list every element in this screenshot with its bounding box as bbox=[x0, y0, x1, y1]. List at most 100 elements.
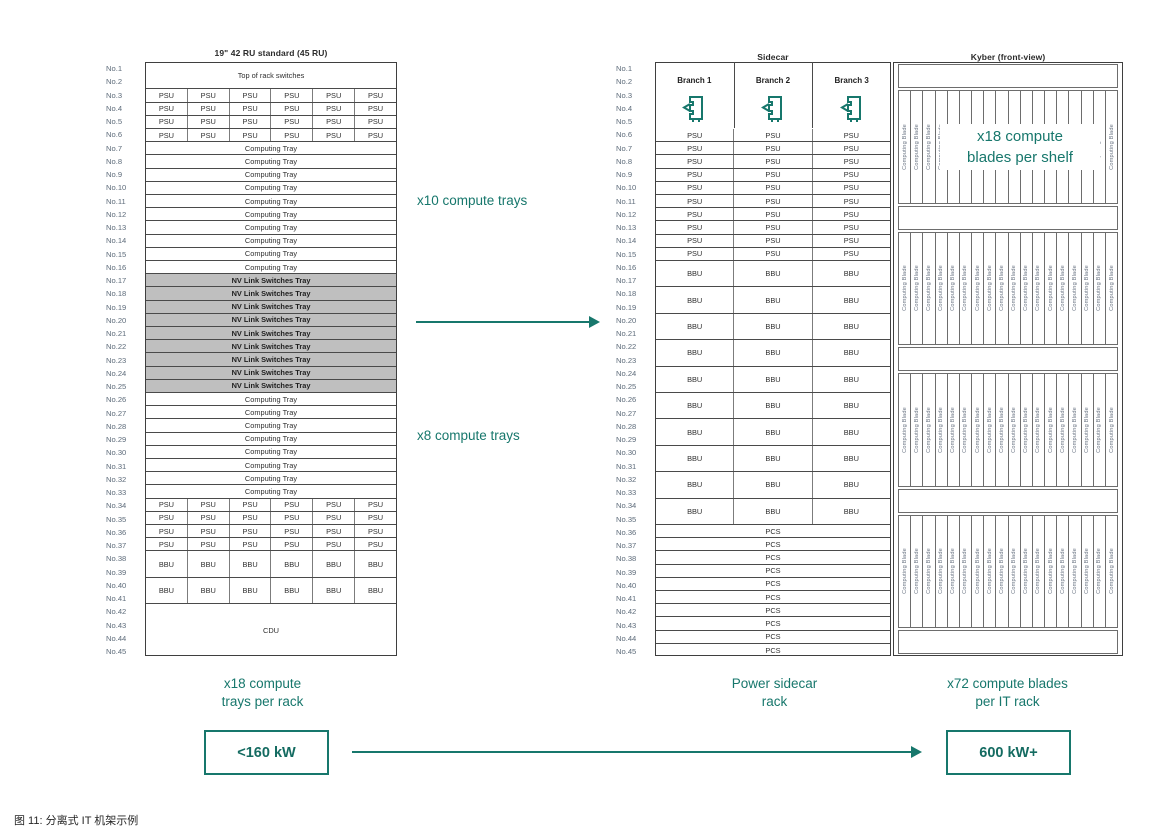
compute-blade: Computing Blade bbox=[1094, 515, 1106, 627]
rack-unit-row: NV Link Switches Tray bbox=[146, 353, 396, 366]
rack-unit-group: Computing Tray bbox=[146, 393, 396, 407]
rack-unit-group: Computing Tray bbox=[146, 195, 396, 209]
rack-unit-cell: PSU bbox=[656, 142, 735, 155]
compute-blade-label: Computing Blade bbox=[913, 406, 920, 453]
rack-unit-cell: BBU bbox=[367, 559, 384, 569]
compute-blade-label: Computing Blade bbox=[998, 265, 1005, 312]
ru-number: No.20 bbox=[106, 315, 127, 325]
rack-unit-group: Computing Tray bbox=[146, 433, 396, 446]
rack-unit-cell: PSU bbox=[230, 511, 272, 524]
rack-unit-cell: PSU bbox=[367, 117, 384, 127]
rack-unit-cell: PSU bbox=[656, 221, 735, 234]
rack-unit-cell: PSU bbox=[367, 539, 384, 549]
rack-unit-row: NV Link Switches Tray bbox=[146, 287, 396, 300]
compute-blade: Computing Blade bbox=[1033, 232, 1046, 344]
ru-number: No.42 bbox=[616, 607, 637, 617]
rack-unit-cell: PSU bbox=[271, 89, 314, 102]
rack-unit-group: Computing Tray bbox=[146, 485, 396, 499]
kyber-rack-title: Kyber (front-view) bbox=[970, 52, 1046, 62]
rack-unit-group: CDU bbox=[146, 604, 396, 657]
rack-unit-cell: PSU bbox=[271, 115, 314, 128]
rack-unit-cell: BBU bbox=[843, 480, 859, 490]
rack-unit-cell: PSU bbox=[146, 102, 188, 115]
ru-number: No.7 bbox=[106, 143, 123, 153]
rack-unit-row: Computing Tray bbox=[244, 222, 298, 232]
ru-number: No.22 bbox=[616, 342, 637, 352]
compute-blade-label: Computing Blade bbox=[901, 265, 908, 312]
sidecar-rack-title: Sidecar bbox=[757, 52, 789, 62]
compute-blade: Computing Blade bbox=[1009, 232, 1021, 344]
ru-number: No.41 bbox=[616, 594, 637, 603]
compute-blade-label: Computing Blade bbox=[950, 406, 957, 453]
rack-unit-row: Computing Tray bbox=[244, 196, 298, 206]
compute-blade-label: Computing Blade bbox=[998, 548, 1005, 595]
rack-unit-cell: PSU bbox=[656, 208, 735, 221]
ru-number: No.29 bbox=[616, 435, 637, 444]
compute-blade: Computing Blade bbox=[1094, 91, 1106, 203]
rack-unit-group: Computing Tray bbox=[146, 419, 396, 433]
rack-unit-cell: BBU bbox=[367, 585, 384, 595]
compute-blade: Computing Blade bbox=[996, 374, 1009, 486]
rack-unit-cell: PSU bbox=[656, 181, 735, 194]
rack-unit-group: NV Link Switches Tray bbox=[146, 366, 396, 380]
rack-unit-cell: PSU bbox=[271, 525, 314, 538]
rack-unit-group: PCS bbox=[656, 578, 890, 591]
kyber-blank-band bbox=[898, 347, 1118, 371]
rack-unit-row: Computing Tray bbox=[244, 183, 298, 193]
rack-unit-cell: PSU bbox=[230, 538, 272, 551]
rack-unit-row: NV Link Switches Tray bbox=[146, 379, 396, 392]
kyber-blank-band bbox=[898, 488, 1118, 513]
rack-unit-cell: PSU bbox=[734, 168, 813, 181]
compute-blade-label: Computing Blade bbox=[986, 406, 993, 453]
rack-unit-cell: BBU bbox=[734, 261, 813, 287]
rack-unit-cell: BBU bbox=[734, 313, 813, 340]
rack-unit-row: NV Link Switches Tray bbox=[146, 313, 396, 326]
rack-unit-cell: PSU bbox=[367, 104, 384, 114]
compute-blade-label: Computing Blade bbox=[974, 548, 981, 595]
rack-unit-cell: PSU bbox=[313, 525, 356, 538]
ru-number: No.4 bbox=[616, 103, 633, 113]
compute-blade-label: Computing Blade bbox=[901, 123, 908, 170]
kyber-overlay-note: x18 compute blades per shelf bbox=[940, 124, 1100, 170]
compute-blade: Computing Blade bbox=[936, 232, 948, 344]
power-plug-icon bbox=[681, 93, 707, 128]
ru-number: No.23 bbox=[616, 355, 637, 365]
rack-unit-cell: PSU bbox=[313, 89, 356, 102]
ru-number: No.16 bbox=[616, 262, 637, 272]
branch-label: Branch 2 bbox=[755, 76, 791, 85]
compute-blade: Computing Blade bbox=[911, 515, 924, 627]
ru-number: No.33 bbox=[616, 488, 637, 497]
ru-number: No.14 bbox=[106, 236, 127, 246]
compute-blade-label: Computing Blade bbox=[901, 406, 908, 453]
rack-unit-cell: PSU bbox=[734, 129, 813, 142]
ru-number: No.45 bbox=[106, 647, 127, 656]
rack-unit-cell: BBU bbox=[843, 269, 859, 279]
rack-unit-cell: BBU bbox=[734, 445, 813, 472]
compute-blade: Computing Blade bbox=[936, 374, 948, 486]
rack-unit-cell: PSU bbox=[734, 234, 813, 247]
compute-blade-label: Computing Blade bbox=[986, 265, 993, 312]
rack-unit-cell: PSU bbox=[188, 89, 230, 102]
rack-unit-cell: PSU bbox=[734, 155, 813, 168]
ru-number: No.15 bbox=[616, 249, 637, 259]
ru-number: No.42 bbox=[106, 607, 127, 617]
ru-number: No.31 bbox=[106, 461, 127, 471]
ru-number: No.32 bbox=[106, 474, 127, 484]
compute-blade-label: Computing Blade bbox=[962, 406, 969, 453]
compute-blade: Computing Blade bbox=[899, 374, 912, 486]
compute-blade-label: Computing Blade bbox=[1059, 548, 1066, 595]
rack-unit-cell: BBU bbox=[188, 577, 230, 604]
ru-number: No.18 bbox=[106, 289, 127, 299]
compute-blade: Computing Blade bbox=[911, 91, 924, 203]
rack-unit-row: Computing Tray bbox=[244, 460, 298, 470]
rack-unit-cell: PSU bbox=[843, 249, 859, 259]
rack-unit-cell: PSU bbox=[146, 129, 188, 142]
compute-blade-label: Computing Blade bbox=[1023, 406, 1030, 453]
ru-number: No.44 bbox=[616, 633, 637, 643]
